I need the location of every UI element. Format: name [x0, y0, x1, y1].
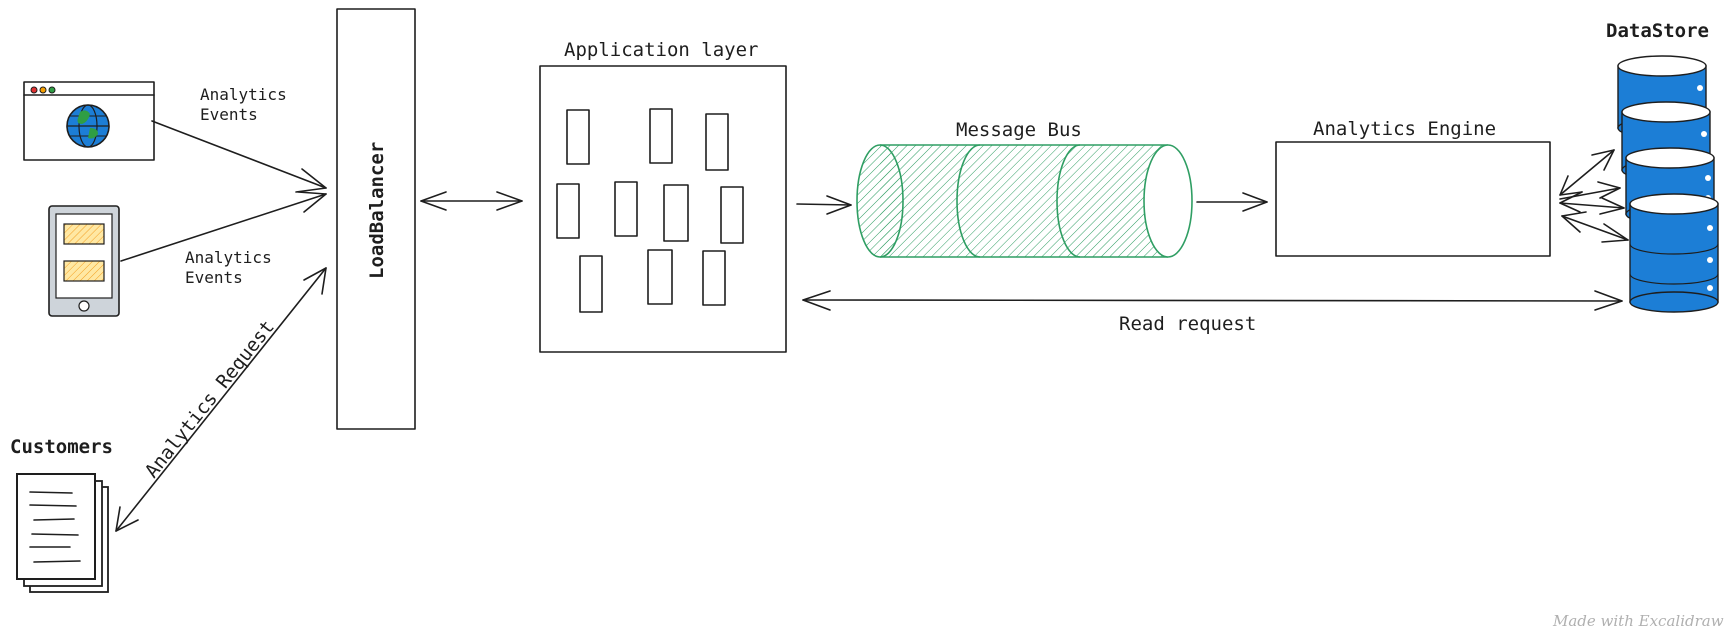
application-instances — [556, 108, 744, 313]
browser-events-label-line1: Analytics — [200, 85, 287, 104]
arrow-browser-to-loadbalancer — [151, 120, 327, 193]
load-balancer-label: LoadBalancer — [366, 142, 388, 279]
browser-events-label-line2: Events — [200, 105, 258, 124]
app-instance — [556, 183, 580, 239]
tablet-events-label-line1: Analytics — [185, 248, 272, 267]
app-instance — [614, 181, 638, 237]
arrow-loadbalancer-application — [420, 191, 523, 211]
tablet-icon — [48, 205, 120, 317]
datastore-database-icon — [1617, 55, 1719, 313]
tablet-events-label: Analytics Events — [185, 248, 272, 287]
analytics-request-label: Analytics Request — [141, 316, 279, 482]
arrow-messagebus-to-engine — [1196, 192, 1268, 212]
arrow-read-request — [802, 290, 1623, 311]
app-instance — [566, 109, 590, 165]
globe-icon — [66, 104, 110, 148]
arrows-engine-datastore — [1559, 149, 1629, 243]
customers-label: Customers — [10, 436, 113, 458]
browser-window-icon — [23, 81, 155, 161]
analytics-engine-box — [1275, 141, 1551, 257]
datastore-label: DataStore — [1606, 20, 1709, 42]
message-bus-cylinder — [856, 144, 1193, 258]
app-instance — [579, 255, 603, 313]
tablet-events-label-line2: Events — [185, 268, 243, 287]
app-instance — [663, 184, 689, 242]
app-instance — [705, 113, 729, 171]
app-instance — [720, 186, 744, 244]
app-instance — [649, 108, 673, 164]
browser-events-label: Analytics Events — [200, 85, 287, 124]
read-request-label: Read request — [1119, 313, 1256, 335]
app-instance — [702, 250, 726, 306]
app-instance — [647, 249, 673, 305]
customers-documents-icon — [16, 473, 109, 593]
database-cylinder — [1629, 193, 1719, 313]
application-layer-label: Application layer — [564, 39, 758, 61]
arrow-application-to-messagebus — [796, 195, 852, 215]
message-bus-label: Message Bus — [956, 119, 1082, 141]
load-balancer-box — [336, 8, 416, 430]
analytics-engine-label: Analytics Engine — [1313, 118, 1496, 140]
arrow-tablet-to-loadbalancer — [120, 191, 327, 262]
application-layer-box — [539, 65, 787, 353]
excalidraw-watermark: Made with Excalidraw — [1552, 612, 1724, 630]
arrow-customers-loadbalancer — [115, 267, 327, 532]
